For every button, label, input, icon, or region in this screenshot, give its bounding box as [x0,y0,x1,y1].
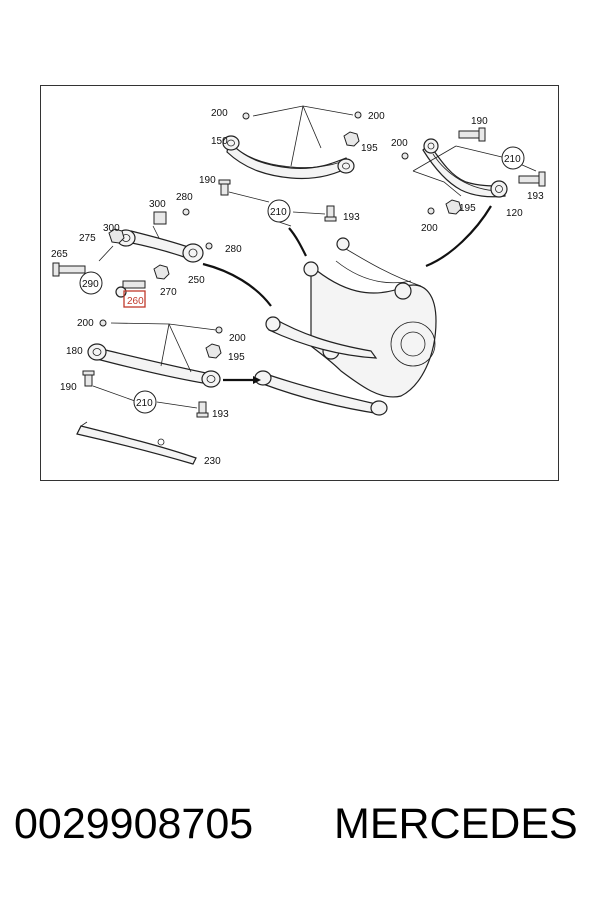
brand-name: MERCEDES [334,800,578,848]
label-195-c: 195 [228,352,245,363]
label-210-a: 210 [270,207,287,218]
control-arm-250 [52,208,213,298]
label-280-b: 280 [225,244,242,255]
label-265: 265 [51,249,68,260]
label-200-a: 200 [211,108,228,119]
bolt-190-bottom [82,370,136,402]
bolt-193-top [292,205,337,222]
caption: 0029908705 MERCEDES [0,800,600,860]
label-280-a: 280 [176,192,193,203]
label-190-b: 190 [471,116,488,127]
cover-230 [76,421,197,465]
bolt-190-top [218,179,270,203]
label-200-f: 200 [229,333,246,344]
control-arm-150 [222,105,362,180]
label-190-c: 190 [60,382,77,393]
label-200-b: 200 [368,111,385,122]
label-190-a: 190 [199,175,216,186]
label-200-e: 200 [77,318,94,329]
parts-diagram: 200 200 150 195 190 210 193 190 200 210 … [40,85,559,481]
label-300-a: 300 [149,199,166,210]
diagram-drawing: 200 200 150 195 190 210 193 190 200 210 … [51,105,546,467]
label-193-a: 193 [343,212,360,223]
label-210-c: 210 [136,398,153,409]
label-180: 180 [66,346,83,357]
wheel-carrier [254,237,437,416]
control-arm-180 [87,319,223,388]
label-193-b: 193 [527,191,544,202]
label-150: 150 [211,136,228,147]
label-120: 120 [506,208,523,219]
label-195-b: 195 [459,203,476,214]
label-270: 270 [160,287,177,298]
label-290: 290 [82,279,99,290]
label-260: 260 [127,296,144,307]
bolt-193-bottom [156,401,209,418]
label-195-a: 195 [361,143,378,154]
control-arm-120 [401,127,546,215]
label-200-d: 200 [421,223,438,234]
part-number: 0029908705 [14,800,254,848]
label-275: 275 [79,233,96,244]
label-200-c: 200 [391,138,408,149]
label-210-b: 210 [504,154,521,165]
label-250: 250 [188,275,205,286]
label-300-b: 300 [103,223,120,234]
label-230: 230 [204,456,221,467]
label-193-c: 193 [212,409,229,420]
